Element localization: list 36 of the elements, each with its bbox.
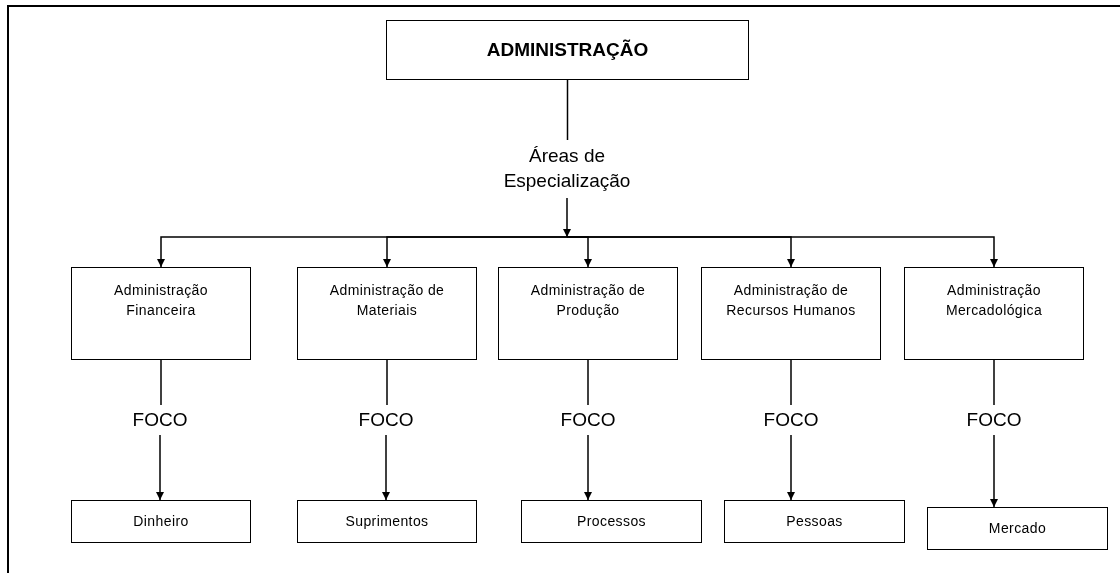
focus-box <box>71 500 251 543</box>
arrow <box>584 434 592 501</box>
arrow <box>563 197 571 238</box>
focus-box <box>297 500 477 543</box>
area-box <box>297 267 477 360</box>
area-box <box>904 267 1084 360</box>
focus-box <box>521 500 702 543</box>
area-box <box>498 267 678 360</box>
box-label: Administração de Produção <box>529 281 647 321</box>
connector-line <box>383 236 568 268</box>
box-label: Administração de Recursos Humanos <box>725 281 857 321</box>
arrow <box>787 434 795 501</box>
box-label: Processos <box>577 512 646 532</box>
area-box <box>701 267 881 360</box>
area-box <box>71 267 251 360</box>
arrow <box>382 434 390 501</box>
connector-line <box>587 359 589 406</box>
box-label: Administração de Materiais <box>328 281 446 321</box>
box-label: Mercado <box>988 519 1047 539</box>
box-label: ADMINISTRAÇÃO <box>486 38 649 63</box>
title-box <box>386 20 749 80</box>
connector-line <box>566 79 569 141</box>
focus-box <box>927 507 1108 550</box>
box-label: Administração Financeira <box>113 281 209 321</box>
connector-line <box>160 359 162 406</box>
arrow <box>990 434 998 508</box>
connector-line <box>566 236 998 268</box>
box-label: Suprimentos <box>345 512 429 532</box>
box-label: Pessoas <box>786 512 843 532</box>
arrow <box>156 434 164 501</box>
box-label: Administração Mercadológica <box>944 281 1044 321</box>
connector-line <box>386 359 388 406</box>
focus-box <box>724 500 905 543</box>
connector-line <box>993 359 995 406</box>
connector-line <box>790 359 792 406</box>
box-label: Dinheiro <box>133 512 189 532</box>
